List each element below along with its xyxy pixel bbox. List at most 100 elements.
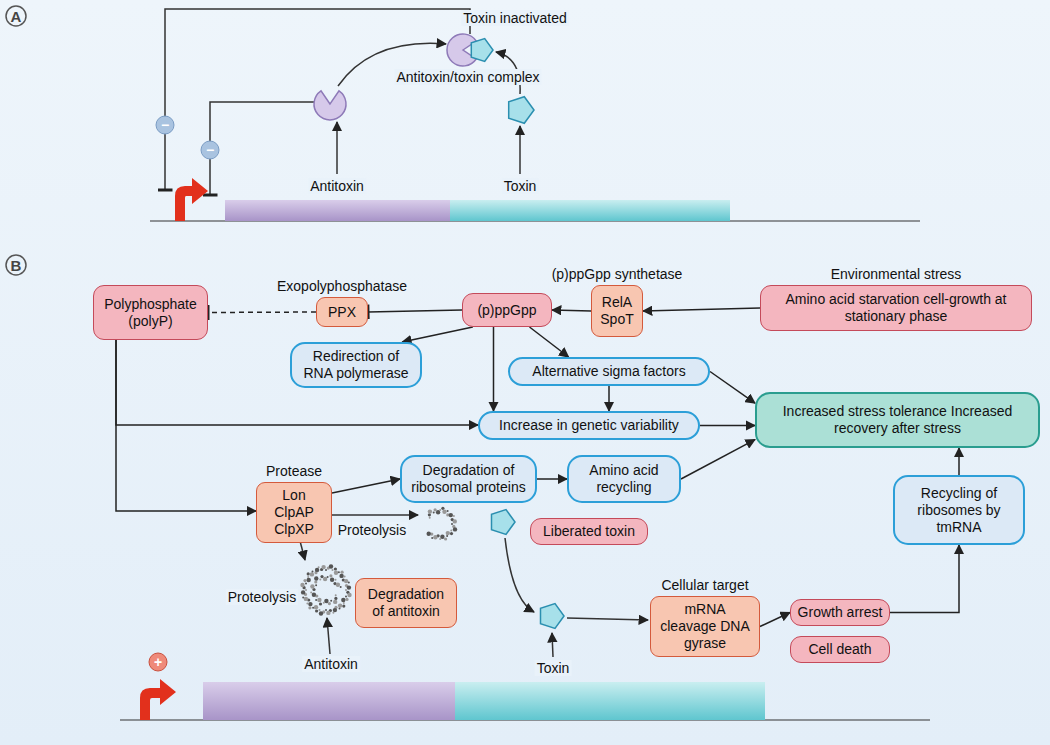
- debris-dot: [339, 608, 341, 610]
- annotation: Toxin inactivated: [461, 10, 569, 26]
- process-box: (p)ppGpp: [462, 293, 552, 327]
- debris-dot: [348, 582, 350, 584]
- debris-dot: [301, 590, 305, 594]
- node-text: mRNA cleavage DNA gyrase: [657, 601, 753, 652]
- debris-dot: [319, 609, 321, 611]
- debris-dot: [332, 569, 334, 571]
- process-box: ExopolyphosphatasePPX: [316, 297, 368, 327]
- debris-dot: [441, 507, 444, 510]
- debris-dot: [340, 586, 342, 588]
- proteolysis-arrow: [331, 514, 418, 516]
- debris-dot: [319, 611, 323, 615]
- expression-arrow: [552, 633, 553, 657]
- debris-dot: [319, 602, 322, 605]
- debris-dot: [347, 585, 351, 589]
- expression-arrow: [336, 122, 338, 174]
- arrow-connector: [700, 425, 755, 427]
- toxin-gene: [450, 200, 730, 221]
- toxin-gene: [455, 682, 765, 720]
- sign-symbol: +: [152, 654, 164, 670]
- node-heading: Exopolyphosphatase: [277, 278, 407, 295]
- debris-dot: [344, 579, 348, 583]
- debris-dot: [307, 578, 311, 582]
- debris-dot: [338, 571, 340, 573]
- debris-dot: [433, 535, 437, 539]
- promoter-arrow: [175, 178, 208, 221]
- debris-dot: [453, 519, 457, 523]
- effect-box: Degradation of ribosomal proteins: [400, 455, 537, 503]
- node-text: Amino acid starvation cell-growth at sta…: [767, 291, 1025, 325]
- panel-label: A: [9, 8, 24, 25]
- debris-dot: [343, 602, 345, 604]
- annotation: Antitoxin: [308, 178, 366, 194]
- debris-dot: [429, 517, 431, 519]
- annotation: Toxin: [535, 660, 572, 676]
- debris-dot: [314, 605, 318, 609]
- arrow-connector: [530, 327, 569, 357]
- debris-dot: [344, 576, 346, 578]
- debris-dot: [345, 598, 348, 601]
- panel-badge: [6, 6, 26, 26]
- target-arrow: [567, 618, 648, 620]
- toxin-shape: [492, 510, 516, 535]
- debris-dot: [447, 510, 449, 512]
- process-box: Environmental stressAmino acid starvatio…: [760, 285, 1032, 331]
- sign-symbol: −: [204, 142, 216, 158]
- debris-dot: [324, 599, 328, 603]
- effect-box: Increase in genetic variability: [478, 411, 700, 440]
- expression-arrow: [327, 618, 330, 654]
- debris-dot: [345, 596, 347, 598]
- arrow-connector: [116, 340, 478, 425]
- arrow-connector: [760, 613, 790, 627]
- debris-dot: [325, 609, 327, 611]
- debris-dot: [345, 589, 347, 591]
- debris-dot: [332, 612, 334, 614]
- debris-dot: [325, 569, 327, 571]
- debris-dot: [439, 509, 441, 511]
- debris-dot: [335, 594, 337, 596]
- node-text: Amino acid recycling: [575, 462, 673, 496]
- debris-dot: [334, 597, 337, 600]
- inhibition-connector: [208, 311, 316, 313]
- debris-dot: [307, 572, 310, 575]
- debris-dot: [450, 532, 453, 535]
- debris-dot: [305, 583, 307, 585]
- debris-dot: [314, 576, 318, 580]
- debris-dot: [319, 578, 321, 580]
- debris-dot: [328, 602, 331, 605]
- debris-dot: [451, 523, 453, 525]
- node-heading: Cellular target: [661, 577, 748, 594]
- arrow-connector: [608, 386, 610, 411]
- toxin-shape: [541, 604, 565, 629]
- antitoxin-shape: [314, 91, 346, 120]
- debris-dot: [315, 599, 317, 601]
- process-box: Cellular targetmRNA cleavage DNA gyrase: [650, 596, 760, 657]
- debris-dot: [446, 535, 448, 537]
- node-text: Cell death: [808, 641, 871, 658]
- arrow-connector: [681, 440, 755, 479]
- debris-dot: [329, 574, 332, 577]
- debris-dot: [310, 591, 312, 593]
- debris-dot: [330, 600, 332, 602]
- node-heading: Protease: [266, 463, 322, 480]
- node-text: Increase in genetic variability: [499, 417, 679, 434]
- debris-dot: [338, 603, 342, 607]
- antitoxin-gene: [203, 682, 455, 720]
- node-text: Increased stress tolerance Increased rec…: [763, 403, 1032, 437]
- annotation: Proteolysis: [226, 589, 298, 605]
- inhibition-connector: [368, 310, 462, 312]
- debris-dot: [440, 535, 444, 539]
- debris-dot: [334, 571, 338, 575]
- debris-dot: [436, 510, 440, 514]
- effect-box: Amino acid recycling: [567, 455, 681, 503]
- arrow-connector: [116, 340, 256, 511]
- debris-dot: [453, 527, 457, 531]
- debris-dot: [323, 577, 327, 581]
- node-text: Degradation of ribosomal proteins: [408, 462, 529, 496]
- debris-dot: [329, 564, 333, 568]
- arrow-connector: [402, 327, 473, 342]
- debris-dot: [315, 568, 319, 572]
- toxin-shape: [509, 97, 534, 124]
- debris-dot: [308, 606, 311, 609]
